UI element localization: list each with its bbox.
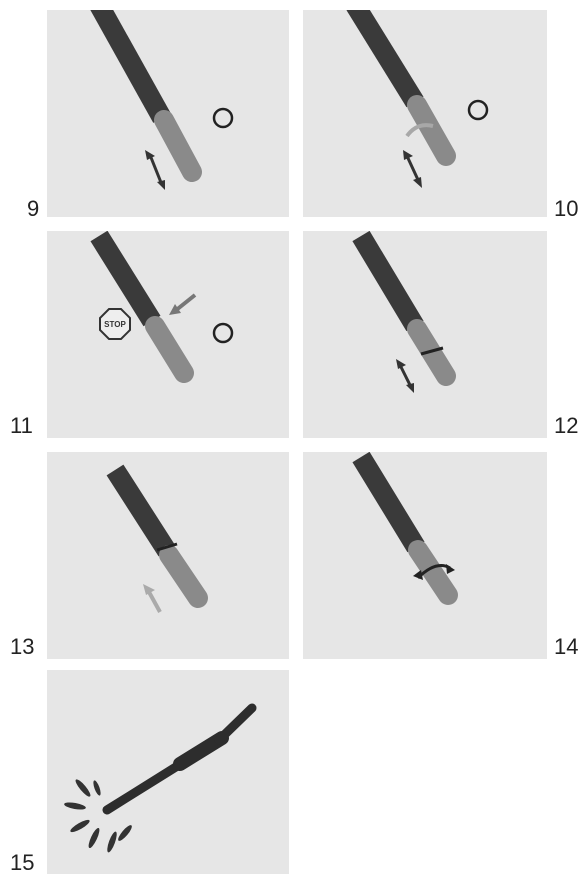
circle-icon (214, 109, 232, 127)
step-number-12: 12 (554, 415, 578, 437)
grip-gray (164, 120, 192, 172)
stop-sign-text: STOP (104, 320, 126, 329)
step-number-14: 14 (554, 636, 578, 658)
step-15-illustration (47, 670, 289, 874)
step-panel-10 (303, 10, 547, 217)
step-panel-11: STOP (47, 231, 289, 438)
step-number-15: 15 (10, 852, 34, 874)
handle-dark (361, 236, 415, 326)
up-arrow-icon (143, 584, 160, 612)
handle-dark (99, 236, 152, 321)
step-number-13: 13 (10, 636, 34, 658)
up-down-arrow-icon (403, 150, 422, 188)
step-panel-9 (47, 10, 289, 217)
step-number-11: 11 (10, 415, 33, 437)
circle-icon (214, 324, 232, 342)
step-10-illustration (303, 10, 547, 217)
up-down-arrow-icon (145, 150, 165, 190)
step-number-10: 10 (554, 198, 578, 220)
step-11-illustration: STOP (47, 231, 289, 438)
pointer-arrow-icon (169, 295, 195, 315)
grip-gray (417, 105, 446, 156)
step-number-9: 9 (27, 198, 39, 220)
step-13-illustration (47, 452, 289, 659)
wand-tip (219, 708, 252, 740)
step-9-illustration (47, 10, 289, 217)
step-12-illustration (303, 231, 547, 438)
grip-gray (155, 326, 184, 373)
step-14-illustration (303, 452, 547, 659)
handle-dark (115, 470, 167, 551)
stop-sign-icon: STOP (100, 309, 130, 339)
handle-dark (99, 10, 162, 118)
up-down-arrow-icon (396, 359, 414, 393)
circle-icon (469, 101, 487, 119)
handle-dark (361, 457, 416, 547)
grip-gray (169, 555, 198, 598)
step-panel-15 (47, 670, 289, 874)
step-panel-14 (303, 452, 547, 659)
spray-icon (64, 778, 134, 854)
step-panel-13 (47, 452, 289, 659)
step-panel-12 (303, 231, 547, 438)
handle-dark (355, 10, 415, 102)
